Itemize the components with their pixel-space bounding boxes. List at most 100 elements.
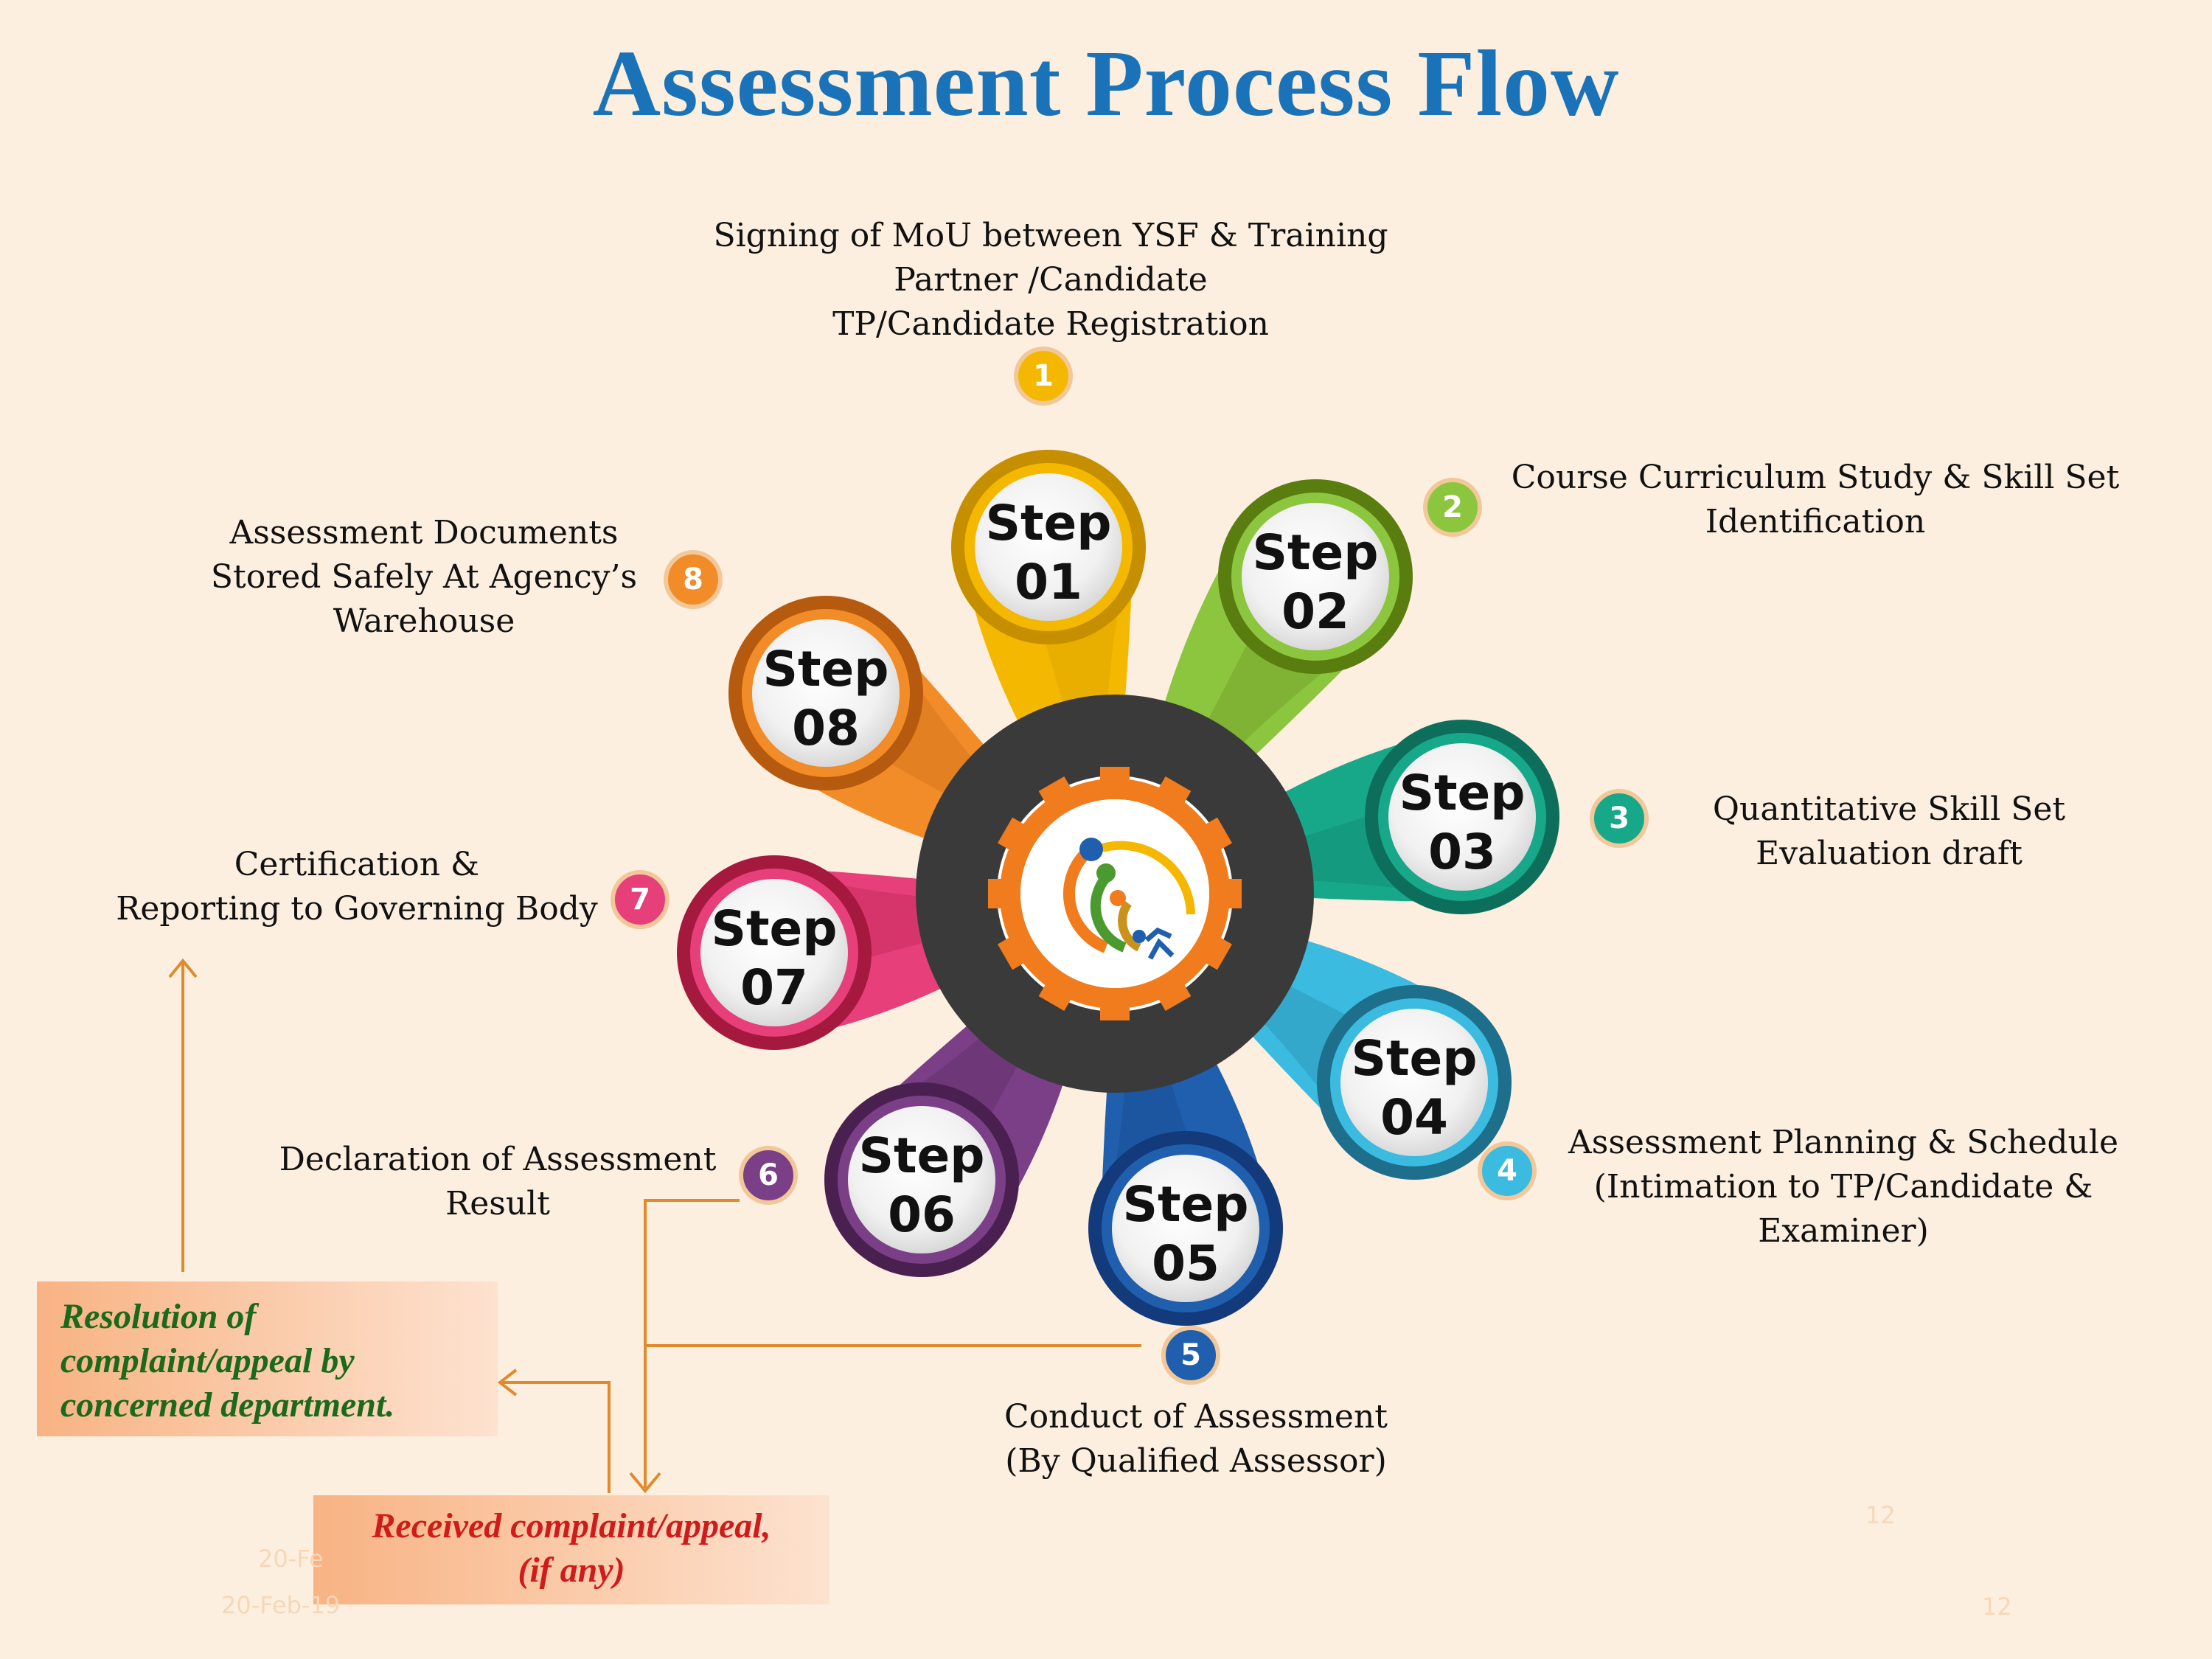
- footer-page-number: 12: [1982, 1593, 2012, 1621]
- gear-tooth: [1038, 776, 1079, 817]
- step-disc-face: [1340, 1009, 1488, 1156]
- step-label-line: Signing of MoU between YSF & Training: [713, 217, 1388, 254]
- step-number: 03: [1428, 824, 1496, 880]
- arrowhead-down: [629, 1472, 661, 1494]
- step-badge-8: 8: [664, 550, 723, 609]
- step-word: Step: [985, 495, 1111, 552]
- arrow-from-step6: [644, 1199, 740, 1488]
- footer-date: 20-Feb-19: [221, 1591, 341, 1619]
- step-label-05: Conduct of Assessment (By Qualified Asses…: [827, 1395, 1565, 1484]
- step-badge-1: 1: [1014, 347, 1073, 406]
- step-label-line: Reporting to Governing Body: [116, 890, 598, 928]
- gear-tooth: [998, 929, 1038, 970]
- step-word: Step: [711, 900, 837, 957]
- step-badge-7: 7: [611, 870, 669, 929]
- step-label-line: Partner /Candidate: [894, 261, 1208, 299]
- received-complaint-box: Received complaint/appeal, (if any): [313, 1495, 830, 1604]
- step-disc-face: [1388, 743, 1536, 891]
- page-title: Assessment Process Flow: [592, 31, 1620, 136]
- gear-tooth: [1212, 879, 1242, 908]
- arrowhead-left: [497, 1368, 518, 1397]
- arrowhead-up: [168, 958, 198, 978]
- gear-tooth: [1192, 929, 1232, 970]
- gear-tooth: [1100, 991, 1130, 1020]
- step-label-line: Stored Safely At Agency’s: [210, 558, 638, 596]
- step-label-07: Certification & Reporting to Governing Bo…: [0, 843, 726, 931]
- step-label-line: Identification: [1705, 503, 1926, 540]
- step-badge-3: 3: [1590, 789, 1649, 848]
- step-label-line: Examiner): [1758, 1212, 1929, 1250]
- step-label-line: Conduct of Assessment: [1004, 1398, 1388, 1436]
- step-label-line: Evaluation draft: [1756, 835, 2023, 872]
- step-disc-face: [848, 1106, 995, 1253]
- resolution-line: complaint/appeal by: [60, 1341, 355, 1380]
- step-disc-face: [1112, 1155, 1259, 1302]
- gear-tooth: [1100, 767, 1130, 796]
- step-number: 01: [1015, 554, 1082, 611]
- step-badge-2: 2: [1423, 478, 1482, 537]
- step-word: Step: [1252, 524, 1378, 581]
- step-label-line: Quantitative Skill Set: [1712, 790, 2066, 828]
- arrow-to-resolution: [501, 1381, 611, 1493]
- step-number: 05: [1152, 1235, 1220, 1292]
- step-badge-5: 5: [1161, 1326, 1220, 1385]
- step-label-line: Assessment Documents: [229, 514, 619, 552]
- step-label-line: Course Curriculum Study & Skill Set: [1511, 459, 2120, 496]
- footer-page-number-shadow: 12: [1865, 1501, 1896, 1529]
- step-disc-face: [1242, 503, 1389, 650]
- step-label-line: Result: [445, 1185, 550, 1222]
- footer-date-shadow: 20-Fe: [258, 1545, 324, 1573]
- step-label-04: Assessment Planning & Schedule (Intimatio…: [1475, 1121, 2212, 1253]
- center-logo-icon: [1062, 838, 1195, 960]
- step-number: 02: [1281, 583, 1349, 640]
- appeal-flow-arrows: [168, 958, 1141, 1494]
- step-word: Step: [1351, 1030, 1477, 1087]
- step-badge-6: 6: [739, 1146, 798, 1205]
- step-word: Step: [1122, 1176, 1248, 1233]
- gear-tooth: [1150, 776, 1192, 817]
- step-number: 06: [888, 1186, 956, 1243]
- step-label-line: Assessment Planning & Schedule: [1568, 1124, 2118, 1161]
- step-number: 04: [1380, 1089, 1448, 1146]
- step-word: Step: [1399, 765, 1525, 821]
- step-disc-face: [975, 473, 1122, 621]
- step-disc-face: [700, 879, 848, 1026]
- resolution-box: Resolution of complaint/appeal by concer…: [37, 1281, 498, 1436]
- step-word: Step: [762, 641, 888, 698]
- gear-tooth: [1038, 970, 1079, 1011]
- gear-tooth: [998, 817, 1038, 858]
- gear-tooth: [1192, 817, 1232, 858]
- received-line: Received complaint/appeal,: [372, 1506, 771, 1545]
- step-label-line: Declaration of Assessment: [279, 1141, 717, 1178]
- step-label-line: Certification &: [234, 846, 480, 883]
- resolution-line: concerned department.: [60, 1385, 395, 1425]
- step-number: 07: [740, 959, 808, 1016]
- center-hub: [916, 695, 1314, 1093]
- step-label-line: (Intimation to TP/Candidate &: [1593, 1168, 2093, 1206]
- step-label-line: (By Qualified Assessor): [1005, 1442, 1387, 1480]
- step-badge-4: 4: [1478, 1141, 1537, 1200]
- gear-tooth: [1150, 970, 1192, 1011]
- step-disc-face: [752, 619, 900, 767]
- step-word: Step: [858, 1127, 984, 1184]
- received-line: (if any): [518, 1551, 625, 1590]
- step-label-line: Warehouse: [333, 602, 515, 640]
- resolution-line: Resolution of: [60, 1297, 257, 1336]
- step-label-line: TP/Candidate Registration: [832, 305, 1269, 343]
- step-number: 08: [792, 700, 860, 757]
